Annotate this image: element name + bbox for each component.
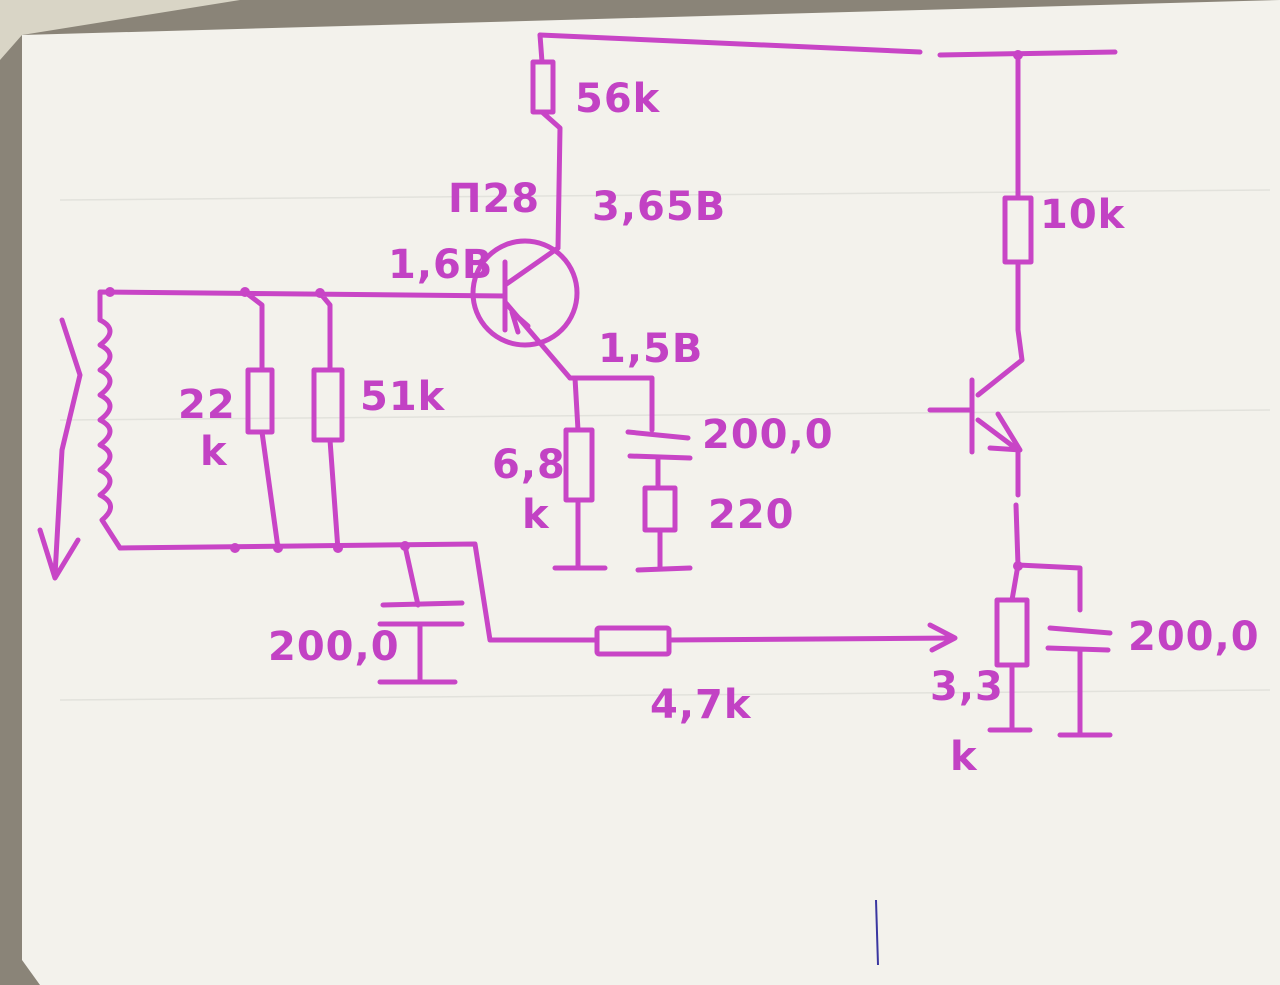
transistor-p28-body xyxy=(470,238,580,348)
output-load-wire xyxy=(975,52,1025,398)
label-v-base: 1,6В xyxy=(388,242,493,288)
coupling-wire xyxy=(582,622,958,653)
label-r-bias-1b: k xyxy=(200,429,228,475)
label-r-bias-1a: 22 xyxy=(178,382,236,428)
label-c-input: 200,0 xyxy=(268,624,400,670)
input-capacitor xyxy=(377,543,465,685)
label-r-coupling: 4,7k xyxy=(650,682,752,728)
junction-dot xyxy=(333,543,343,553)
label-r-emitter-series: 220 xyxy=(708,492,795,538)
label-r-emitter-b: k xyxy=(522,492,550,538)
transistor-p28-arrow xyxy=(509,309,531,335)
label-c-load: 200,0 xyxy=(1128,614,1260,660)
stray-pen-mark xyxy=(875,899,879,966)
output-emitter-ground xyxy=(987,562,1033,733)
emitter-series-ground xyxy=(635,527,693,573)
paper-under-sheet xyxy=(0,0,240,60)
load-resistor-10k xyxy=(1002,195,1034,265)
label-v-emitter: 1,5В xyxy=(598,326,703,372)
bias-return-wire xyxy=(259,429,341,553)
label-v-collector: 3,65В xyxy=(592,184,726,230)
label-r-load-emitter-a: 3,3 xyxy=(930,664,1004,710)
label-r-collector: 56k xyxy=(575,76,661,122)
paper-ruling xyxy=(59,189,1271,701)
junction-dot xyxy=(105,287,115,297)
label-transistor-type: П28 xyxy=(448,176,540,222)
collector-wire xyxy=(537,32,563,251)
supply-rail-wire xyxy=(537,32,1118,58)
collector-resistor xyxy=(530,59,556,115)
label-c-emitter: 200,0 xyxy=(702,412,834,458)
label-r-load-emitter-b: k xyxy=(950,734,978,780)
output-emitter-wire xyxy=(1013,447,1083,613)
paper-sheet xyxy=(22,0,1280,985)
junction-dot xyxy=(315,288,325,298)
output-capacitor xyxy=(1045,625,1113,738)
input-coil xyxy=(97,317,123,551)
transistor-p28-collector xyxy=(502,245,561,288)
ground-bus-wire xyxy=(117,541,588,643)
label-r-emitter-a: 6,8 xyxy=(492,442,566,488)
emitter-resistor-ground xyxy=(552,497,608,571)
emitter-capacitor xyxy=(625,429,693,491)
label-r-bias-2: 51k xyxy=(360,374,446,420)
label-r-load-top: 10k xyxy=(1040,192,1126,238)
base-bias-wire xyxy=(97,289,508,373)
junction-dot xyxy=(240,287,250,297)
emitter-network-wire xyxy=(567,375,655,433)
junction-dot xyxy=(273,543,283,553)
junction-dot xyxy=(230,543,240,553)
coil-tuning-arrow xyxy=(37,317,83,581)
